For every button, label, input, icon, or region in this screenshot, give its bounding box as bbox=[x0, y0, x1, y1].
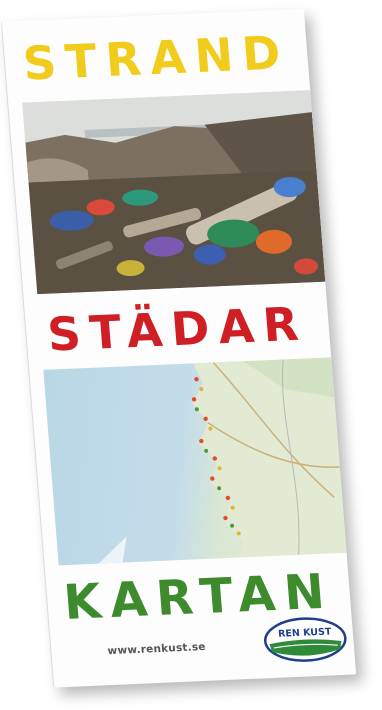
brochure: STRAND STÄDAR bbox=[1, 8, 357, 688]
coast-map bbox=[43, 357, 347, 566]
title-strand: STRAND bbox=[20, 25, 292, 91]
map-illustration bbox=[98, 357, 347, 564]
beach-litter-photo bbox=[22, 90, 326, 295]
title-stadar: STÄDAR bbox=[45, 296, 310, 362]
logo-text: REN KUST bbox=[278, 626, 333, 639]
beach-litter-illustration bbox=[22, 90, 326, 295]
ren-kust-logo: REN KUST bbox=[263, 617, 347, 662]
website-url: www.renkust.se bbox=[107, 640, 207, 658]
